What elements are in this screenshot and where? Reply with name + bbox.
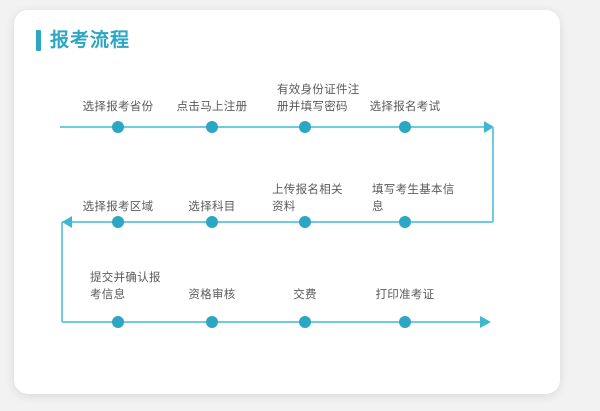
- step-label-print-admission-ticket: 打印准考证: [375, 289, 435, 301]
- step-label-qualification-review: 资格审核: [188, 289, 236, 301]
- step-dot: [206, 121, 218, 133]
- step-dot: [206, 216, 218, 228]
- page-title: 报考流程: [36, 30, 130, 51]
- row1-arrow-icon: [484, 121, 494, 133]
- row3-arrow-icon: [480, 316, 491, 328]
- step-label-id-register-password: 有效身份证件注 册并填写密码: [277, 84, 360, 113]
- step-dot: [299, 121, 311, 133]
- vertical-bar-icon: [36, 30, 41, 51]
- step-label-fill-candidate-info: 填写考生基本信 息: [372, 184, 455, 213]
- step-label-upload-materials: 上传报名相关 资料: [272, 184, 343, 213]
- step-label-select-subject: 选择科目: [188, 201, 236, 213]
- step-dot: [399, 216, 411, 228]
- flow-diagram: 选择报考省份 点击马上注册 有效身份证件注 册并填写密码 选择报名考试 填写考生…: [14, 10, 560, 394]
- flow-connectors: [60, 121, 494, 328]
- step-dot: [112, 121, 124, 133]
- row2-arrow-icon: [62, 216, 72, 228]
- step-dot: [112, 316, 124, 328]
- step-label-click-register: 点击马上注册: [176, 101, 248, 113]
- step-dot: [399, 121, 411, 133]
- step-dot: [299, 216, 311, 228]
- step-label-submit-confirm-info: 提交并确认报 考信息: [90, 272, 161, 301]
- page-title-text: 报考流程: [50, 30, 131, 51]
- step-label-select-region: 选择报考区域: [82, 201, 154, 213]
- step-dot: [399, 316, 411, 328]
- step-dot: [112, 216, 124, 228]
- step-label-select-province: 选择报考省份: [82, 101, 154, 113]
- step-dot: [206, 316, 218, 328]
- step-label-payment: 交费: [293, 289, 317, 301]
- step-label-select-exam: 选择报名考试: [369, 101, 441, 113]
- step-dot: [299, 316, 311, 328]
- flow-card: 报考流程: [14, 10, 560, 394]
